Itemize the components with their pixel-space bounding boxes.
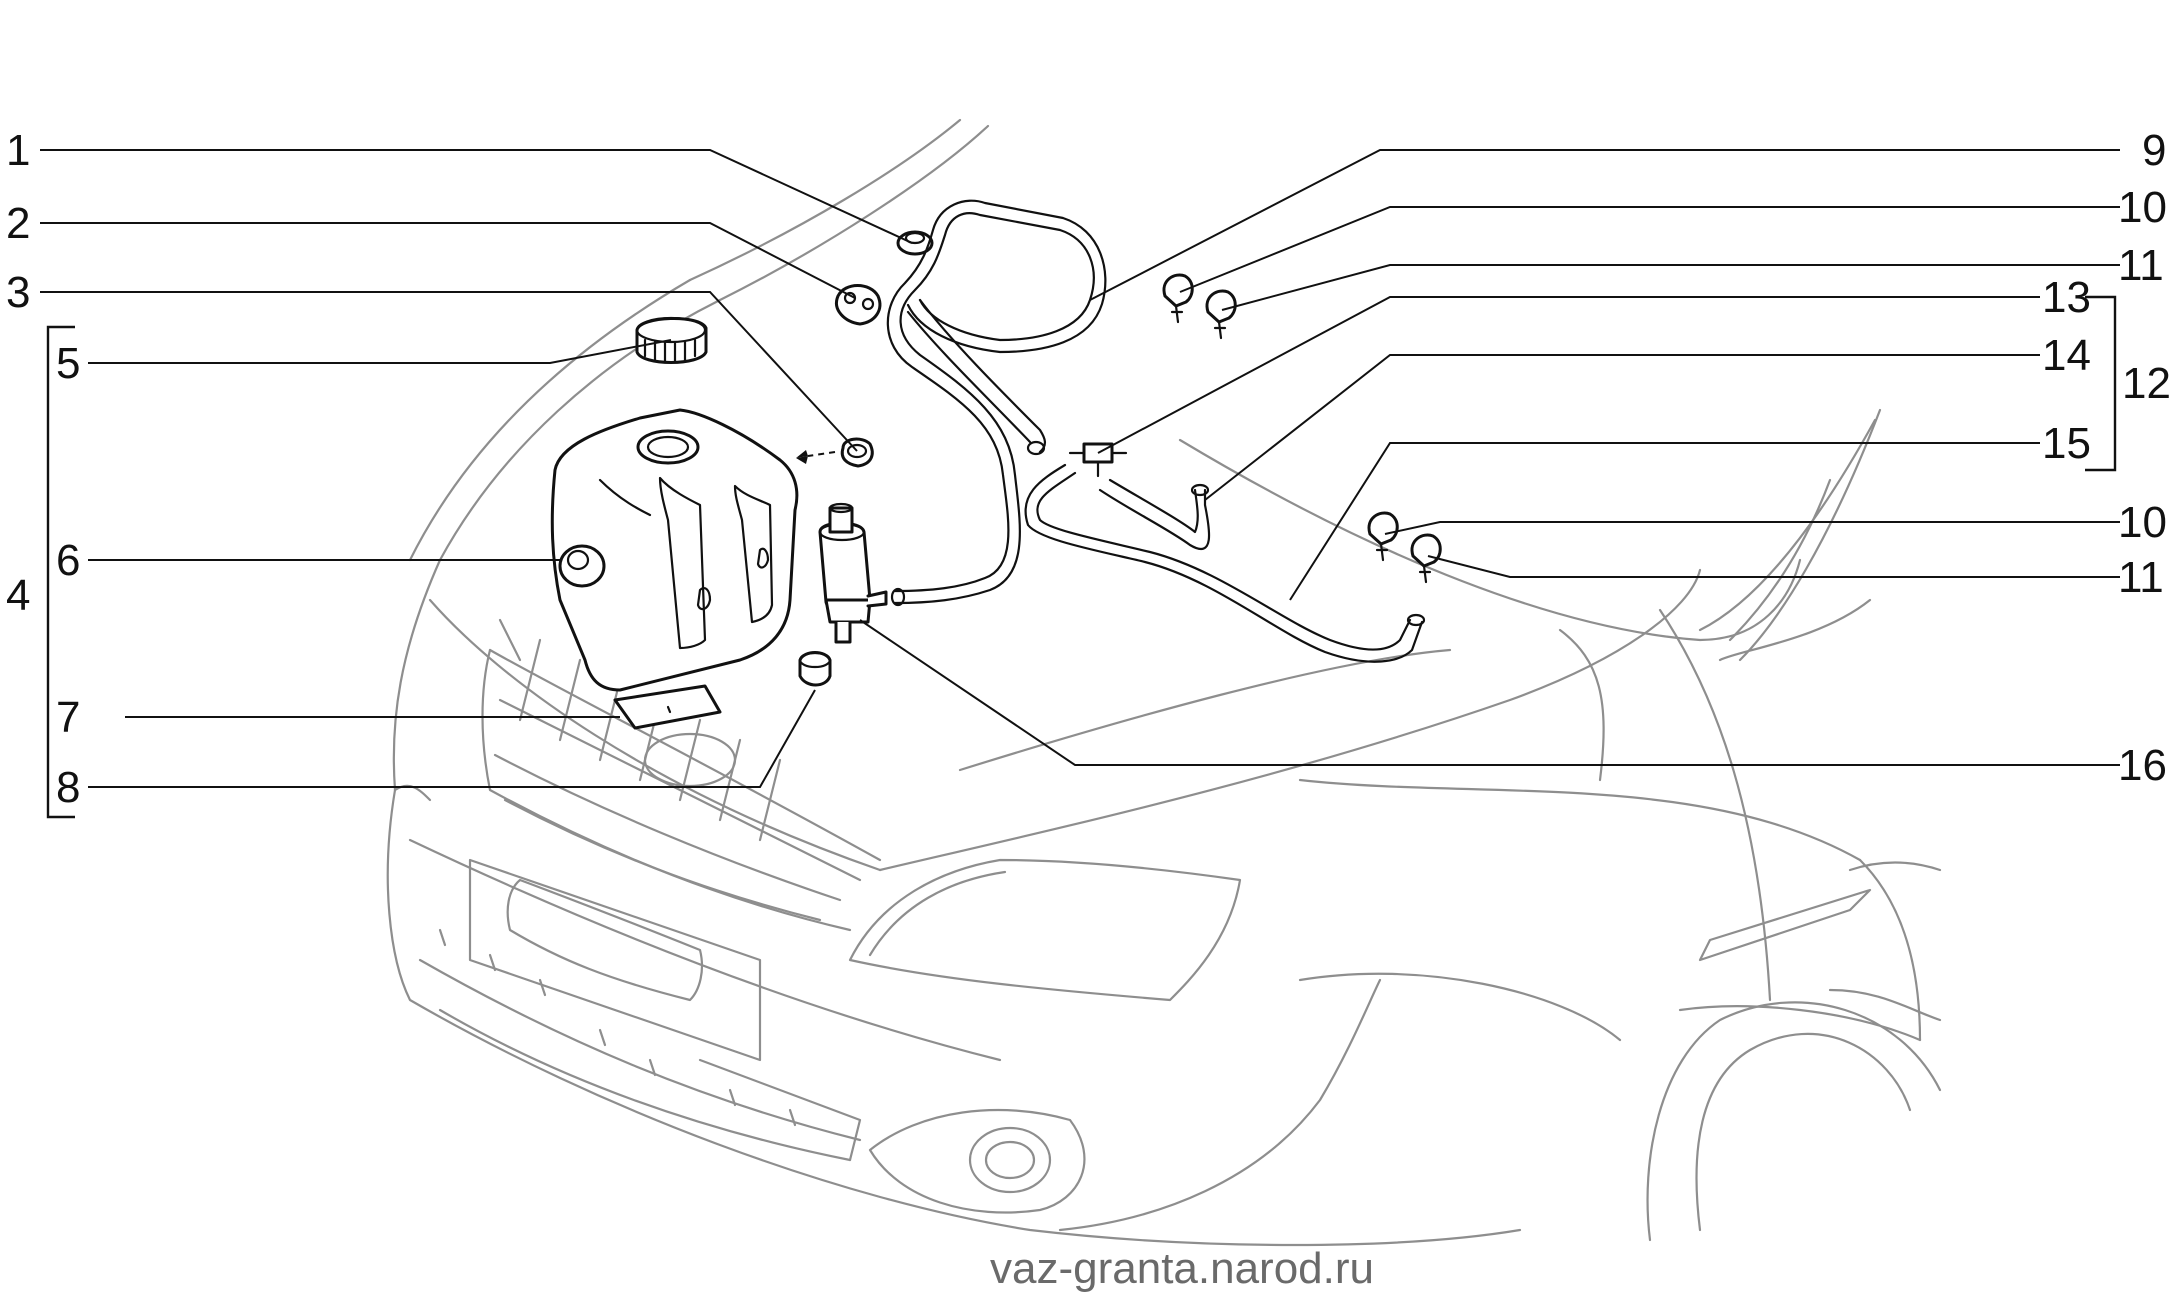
callout-16: 16: [2118, 741, 2167, 790]
callout-1: 1: [6, 126, 30, 175]
callout-11-upper: 11: [2118, 241, 2164, 290]
callout-10-upper: 10: [2118, 183, 2167, 232]
part-1-plug: [896, 230, 934, 256]
part-8-grommet: [798, 651, 832, 687]
part-15-hose: [1024, 463, 1426, 663]
callout-4: 4: [6, 571, 30, 620]
part-3-grommet: [840, 437, 874, 468]
callout-6: 6: [56, 536, 80, 585]
group-bracket-12: [2085, 295, 2117, 472]
callout-15: 15: [2042, 419, 2091, 468]
part-14-hose: [1098, 478, 1211, 551]
part-5-cap: [635, 316, 708, 364]
callout-9: 9: [2142, 126, 2166, 175]
part-10-nozzle-upper: [1162, 273, 1194, 324]
callout-7: 7: [56, 693, 80, 742]
part-6-reservoir: [550, 408, 799, 692]
callout-14: 14: [2042, 331, 2091, 380]
group-bracket-4: [46, 325, 75, 819]
part-13-tee: [1068, 442, 1128, 478]
callout-12: 12: [2122, 359, 2171, 408]
callout-3: 3: [6, 268, 30, 317]
part-16-pump: [818, 502, 888, 644]
callout-8: 8: [56, 763, 80, 812]
car-body-outline: [386, 118, 1942, 1247]
callout-10-lower: 10: [2118, 498, 2167, 547]
callout-2: 2: [6, 199, 30, 248]
watermark-text: vaz-granta.narod.ru: [990, 1244, 1374, 1293]
part-7-label: [613, 684, 722, 730]
leader-lines: [40, 149, 2120, 788]
part-10-nozzle-lower: [1367, 511, 1399, 562]
callout-13: 13: [2042, 273, 2091, 322]
callout-5: 5: [56, 339, 80, 388]
callout-11-lower: 11: [2118, 553, 2164, 602]
part-11-nozzle-upper: [1205, 289, 1237, 340]
part-9-hose: [886, 199, 1107, 607]
